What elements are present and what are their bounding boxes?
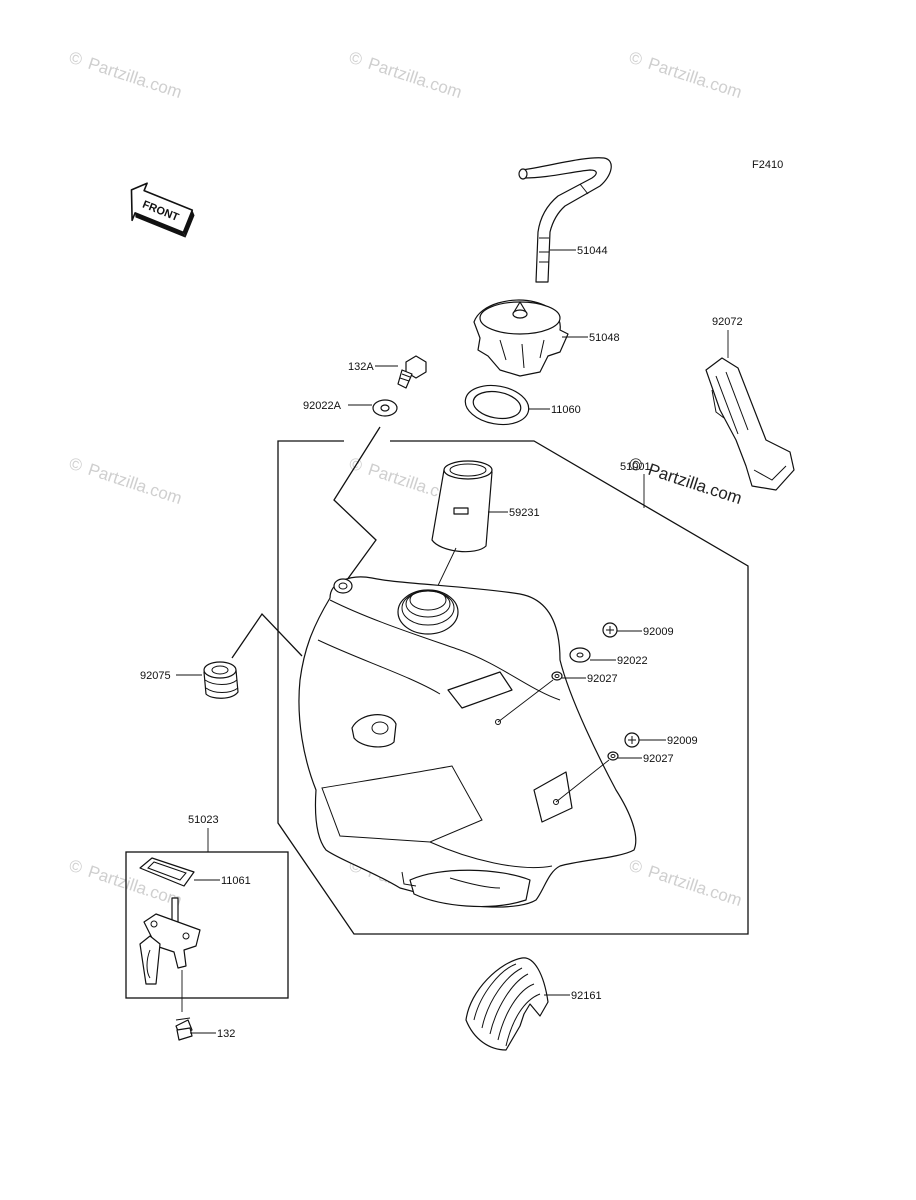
fuel-cock-51023	[139, 897, 201, 985]
watermark: © Partzilla.com	[627, 856, 744, 910]
svg-text:Partzilla.com: Partzilla.com	[646, 460, 744, 508]
collar-92027-upper	[551, 671, 563, 681]
leader-92027-to-tank-lower	[555, 759, 610, 803]
breather-hose-51044	[518, 157, 612, 283]
callout-92009b: 92009	[667, 735, 698, 747]
strap-92072	[705, 357, 795, 491]
assembly-frame	[277, 440, 749, 935]
svg-text:Partzilla.com: Partzilla.com	[646, 862, 744, 910]
bolt-132a	[397, 355, 427, 389]
pad-92161	[465, 957, 549, 1051]
leader-92027-to-tank-upper	[497, 679, 554, 723]
bolt-132	[175, 1017, 193, 1041]
callout-92027b: 92027	[643, 753, 674, 765]
svg-text:©: ©	[627, 856, 645, 878]
gasket-11061	[139, 857, 195, 887]
svg-text:Partzilla.com: Partzilla.com	[366, 54, 464, 102]
callout-132: 132	[217, 1028, 235, 1040]
callout-92161: 92161	[571, 990, 602, 1002]
callout-51044: 51044	[577, 245, 608, 257]
fuel-cock-box	[125, 851, 289, 999]
svg-text:©: ©	[67, 856, 85, 878]
screw-92009-upper	[602, 622, 618, 638]
screw-92009-lower	[624, 732, 640, 748]
callout-92027a: 92027	[587, 673, 618, 685]
svg-text:©: ©	[347, 48, 365, 70]
callout-51048: 51048	[589, 332, 620, 344]
callout-92075: 92075	[140, 670, 171, 682]
watermark: © Partzilla.com	[67, 48, 184, 102]
figure-code: F2410	[752, 159, 783, 171]
svg-text:Partzilla.com: Partzilla.com	[86, 460, 184, 508]
svg-text:Partzilla.com: Partzilla.com	[646, 54, 744, 102]
fuel-tank	[298, 576, 637, 908]
grommet-92075	[203, 661, 239, 699]
collar-92027-lower	[607, 751, 619, 761]
callout-92022a: 92022A	[303, 400, 342, 412]
front-arrow-icon: FRONT	[130, 182, 195, 238]
callout-92022: 92022	[617, 655, 648, 667]
gasket-11060	[464, 384, 530, 426]
callout-11060: 11060	[551, 404, 581, 416]
watermark: © Partzilla.com	[627, 48, 744, 102]
svg-text:©: ©	[67, 454, 85, 476]
svg-text:Partzilla.com: Partzilla.com	[86, 54, 184, 102]
svg-text:©: ©	[627, 48, 645, 70]
callout-92072: 92072	[712, 316, 743, 328]
washer-92022	[569, 647, 591, 663]
callout-51023: 51023	[188, 814, 219, 826]
callout-92009a: 92009	[643, 626, 674, 638]
callout-132a: 132A	[348, 361, 374, 373]
watermark: © Partzilla.com	[67, 454, 184, 508]
washer-92022a	[372, 399, 398, 417]
callout-11061: 11061	[221, 875, 251, 887]
fuel-cap-51048	[473, 299, 569, 377]
callout-5100x: 51001	[620, 461, 651, 473]
svg-text:©: ©	[67, 48, 85, 70]
leader-92075-frame	[231, 612, 303, 659]
filter-59231	[431, 460, 493, 553]
leader-92022A	[333, 426, 381, 585]
watermark: © Partzilla.com	[347, 48, 464, 102]
callout-59231: 59231	[509, 507, 540, 519]
